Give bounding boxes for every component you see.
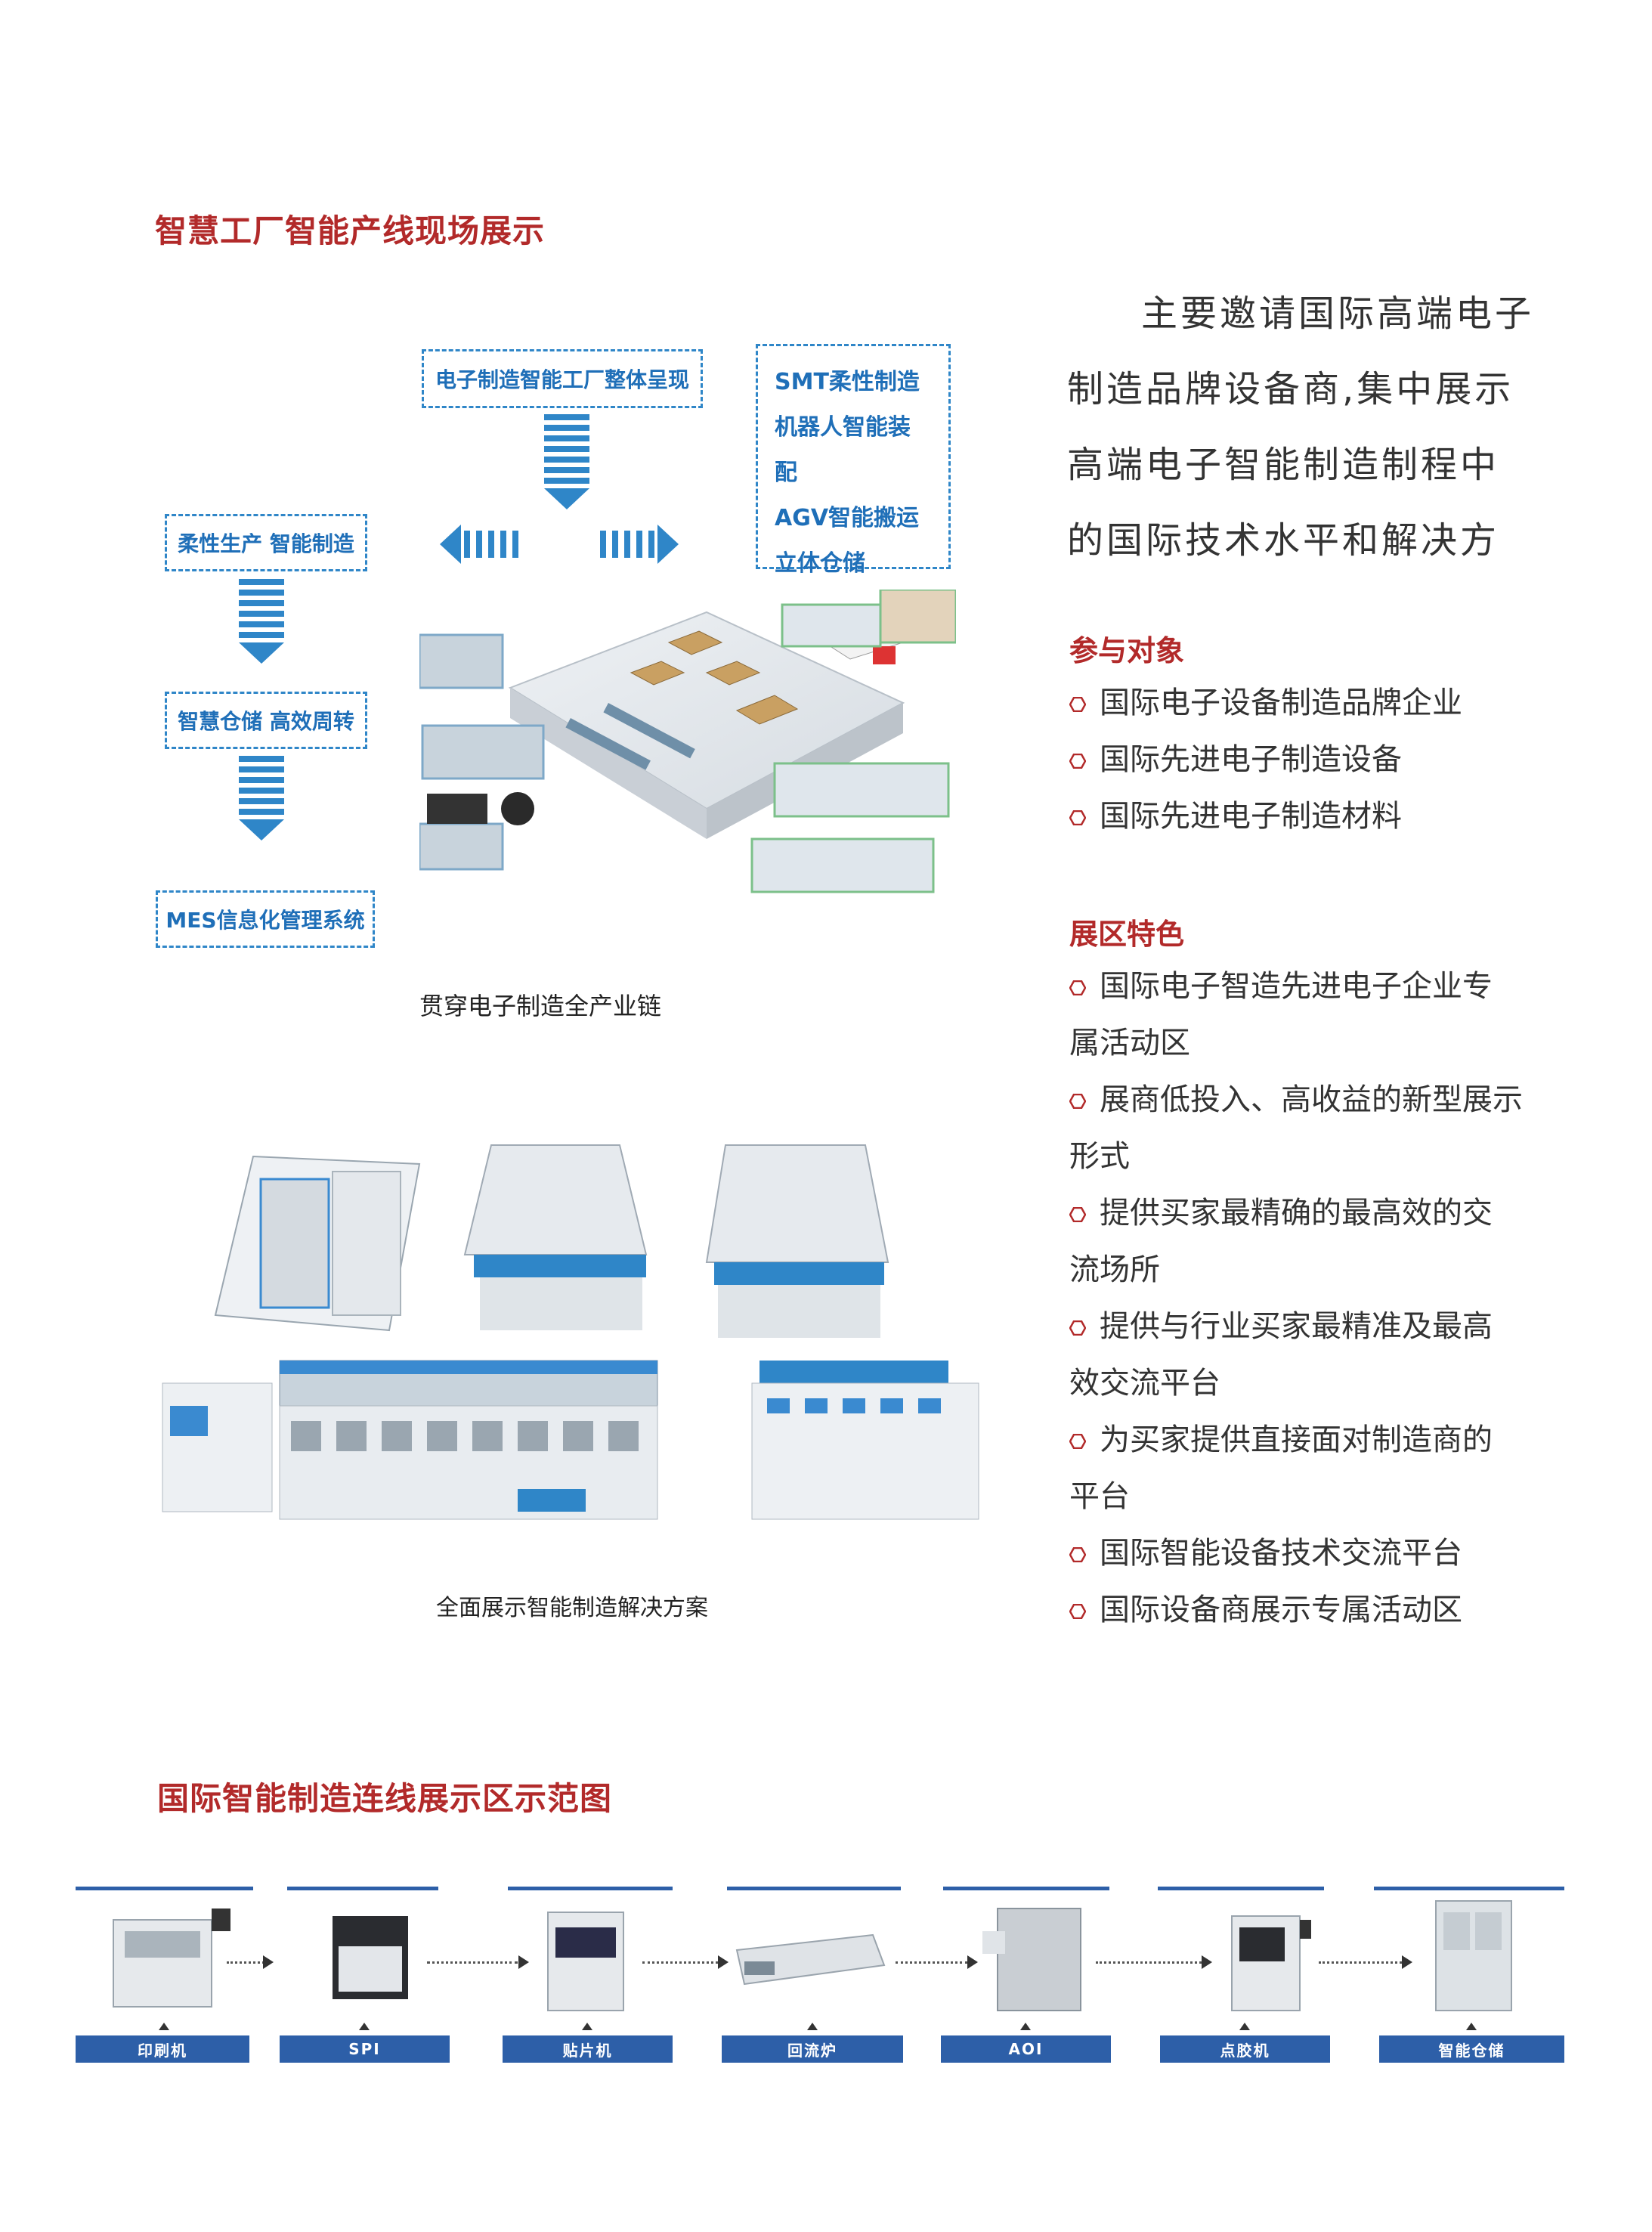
right-arrow-icon bbox=[597, 525, 679, 564]
caret-up-icon bbox=[1239, 2023, 1250, 2030]
features-list: 国际电子智造先进电子企业专 属活动区 展商低投入、高收益的新型展示 形式 提供买… bbox=[1069, 958, 1523, 1639]
caret-up-icon bbox=[159, 2023, 169, 2030]
down-arrow-icon bbox=[239, 579, 284, 664]
caret-up-icon bbox=[582, 2023, 592, 2030]
list-item-continuation: 效交流平台 bbox=[1069, 1366, 1220, 1401]
flow-arrow-icon bbox=[718, 1955, 729, 1969]
flow-step-label: 贴片机 bbox=[503, 2035, 673, 2063]
list-item: 国际先进电子制造材料 bbox=[1069, 788, 1462, 845]
list-item: 国际先进电子制造设备 bbox=[1069, 732, 1462, 788]
down-arrow-icon bbox=[239, 756, 284, 840]
flow-step-label: 回流炉 bbox=[722, 2035, 903, 2063]
diagram-caption: 贯穿电子制造全产业链 bbox=[419, 992, 662, 1020]
list-item: 国际智能设备技术交流平台 bbox=[1069, 1525, 1523, 1582]
intro-line: 的国际技术水平和解决方 bbox=[1067, 519, 1500, 562]
section-title-demo-line: 国际智能制造连线展示区示范图 bbox=[157, 1780, 613, 1817]
feature-agv: AGV智能搬运 bbox=[775, 505, 920, 531]
flow-arrow-icon bbox=[263, 1955, 274, 1969]
hexagon-bullet-icon bbox=[1069, 1207, 1086, 1222]
solutions-caption: 全面展示智能制造解决方案 bbox=[436, 1595, 708, 1621]
factory-illustration bbox=[418, 588, 957, 937]
flow-topline bbox=[287, 1887, 438, 1890]
participants-list: 国际电子设备制造品牌企业 国际先进电子制造设备 国际先进电子制造材料 bbox=[1069, 675, 1462, 845]
pick-and-place-machine bbox=[540, 1905, 631, 2021]
flow-arrow-icon bbox=[518, 1955, 529, 1969]
participants-heading: 参与对象 bbox=[1069, 634, 1185, 667]
flow-topline bbox=[76, 1887, 253, 1890]
hexagon-bullet-icon bbox=[1069, 1434, 1086, 1449]
spi-machine bbox=[325, 1908, 416, 2010]
flow-arrow-icon bbox=[1402, 1955, 1412, 1969]
flow-connector bbox=[642, 1961, 718, 1964]
list-item-continuation: 形式 bbox=[1069, 1139, 1130, 1174]
list-item-continuation: 平台 bbox=[1069, 1479, 1130, 1514]
flow-connector bbox=[896, 1961, 967, 1964]
list-item: 国际电子智造先进电子企业专 bbox=[1069, 958, 1523, 1015]
flow-topline bbox=[943, 1887, 1109, 1890]
list-item: 国际电子设备制造品牌企业 bbox=[1069, 675, 1462, 732]
reflow-oven-machine bbox=[729, 1920, 888, 1998]
intro-paragraph: 主要邀请国际高端电子 制造品牌设备商,集中展示 高端电子智能制造制程中 的国际技… bbox=[1067, 276, 1611, 578]
smart-warehouse-machine bbox=[1428, 1893, 1519, 2017]
hexagon-bullet-icon bbox=[1069, 1094, 1086, 1109]
flow-step-label: SPI bbox=[280, 2035, 450, 2063]
flow-connector bbox=[1319, 1961, 1402, 1964]
caret-up-icon bbox=[807, 2023, 818, 2030]
step-flexible-production: 柔性生产 智能制造 bbox=[165, 514, 367, 571]
printer-machine bbox=[106, 1901, 234, 2017]
aoi-machine bbox=[982, 1901, 1088, 2017]
flow-topline bbox=[1374, 1887, 1564, 1890]
list-item: 国际设备商展示专属活动区 bbox=[1069, 1582, 1523, 1639]
features-heading: 展区特色 bbox=[1069, 918, 1185, 951]
flow-step-label: 印刷机 bbox=[76, 2035, 249, 2063]
flow-topline bbox=[727, 1887, 901, 1890]
intro-line: 主要邀请国际高端电子 bbox=[1141, 293, 1535, 335]
flow-connector bbox=[1096, 1961, 1202, 1964]
flow-arrow-icon bbox=[1202, 1955, 1212, 1969]
hexagon-bullet-icon bbox=[1069, 1604, 1086, 1619]
caret-up-icon bbox=[359, 2023, 370, 2030]
diagram-feature-box: SMT柔性制造 机器人智能装配 AGV智能搬运 立体仓储 bbox=[756, 344, 951, 577]
list-item-continuation: 流场所 bbox=[1069, 1252, 1160, 1287]
flow-arrow-icon bbox=[967, 1955, 978, 1969]
left-arrow-icon bbox=[440, 525, 521, 564]
list-item: 展商低投入、高收益的新型展示 bbox=[1069, 1072, 1523, 1128]
flow-step-label: 智能仓储 bbox=[1379, 2035, 1564, 2063]
hexagon-bullet-icon bbox=[1069, 754, 1086, 769]
dispenser-machine bbox=[1224, 1901, 1315, 2017]
list-item: 为买家提供直接面对制造商的 bbox=[1069, 1412, 1523, 1469]
flow-topline bbox=[508, 1887, 673, 1890]
intro-line: 高端电子智能制造制程中 bbox=[1067, 444, 1500, 486]
flow-connector bbox=[427, 1961, 518, 1964]
flow-connector bbox=[227, 1961, 265, 1964]
feature-smt: SMT柔性制造 bbox=[775, 369, 920, 395]
list-item-continuation: 属活动区 bbox=[1069, 1026, 1190, 1060]
caret-up-icon bbox=[1020, 2023, 1031, 2030]
hexagon-bullet-icon bbox=[1069, 810, 1086, 825]
hexagon-bullet-icon bbox=[1069, 980, 1086, 995]
hexagon-bullet-icon bbox=[1069, 1547, 1086, 1562]
flow-step-label: AOI bbox=[941, 2035, 1111, 2063]
hexagon-bullet-icon bbox=[1069, 1320, 1086, 1336]
caret-up-icon bbox=[1466, 2023, 1477, 2030]
hexagon-bullet-icon bbox=[1069, 697, 1086, 712]
flow-step-label: 点胶机 bbox=[1160, 2035, 1330, 2063]
flow-topline bbox=[1158, 1887, 1324, 1890]
down-arrow-icon bbox=[544, 414, 589, 509]
diagram-top-box: 电子制造智能工厂整体呈现 bbox=[422, 349, 703, 408]
feature-robot: 机器人智能装配 bbox=[775, 414, 911, 486]
step-mes-system: MES信息化管理系统 bbox=[156, 890, 375, 948]
step-smart-warehouse: 智慧仓储 高效周转 bbox=[165, 692, 367, 749]
feature-warehouse: 立体仓储 bbox=[775, 550, 865, 577]
list-item: 提供买家最精确的最高效的交 bbox=[1069, 1185, 1523, 1242]
list-item: 提供与行业买家最精准及最高 bbox=[1069, 1299, 1523, 1355]
section-title-smart-factory: 智慧工厂智能产线现场展示 bbox=[155, 212, 546, 249]
solutions-illustration bbox=[147, 1134, 994, 1557]
intro-line: 制造品牌设备商,集中展示 bbox=[1067, 368, 1514, 410]
